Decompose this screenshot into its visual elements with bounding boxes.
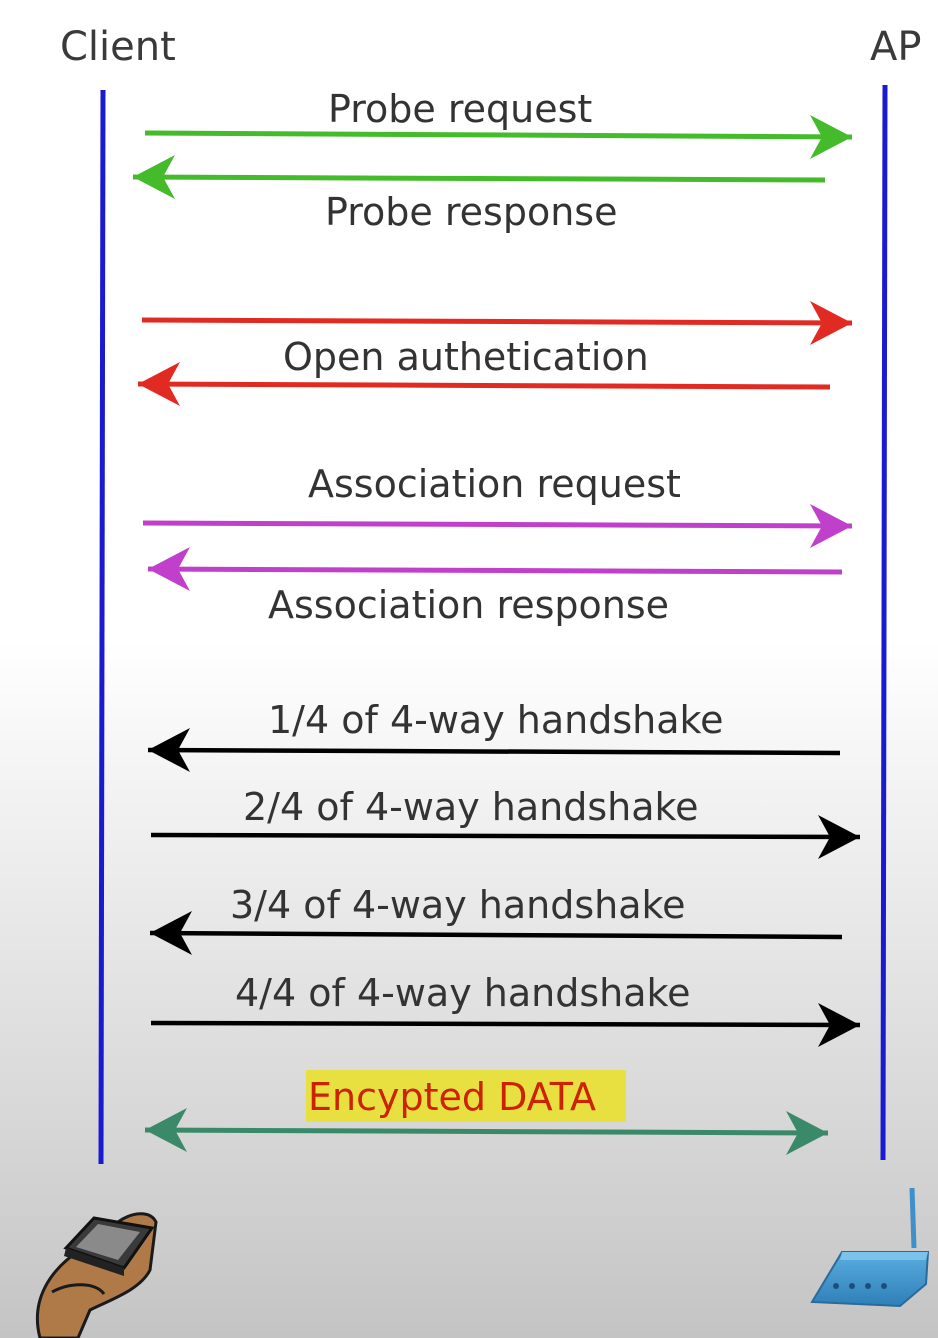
handshake-1-arrow-line (147, 747, 841, 756)
probe-request-label: Probe request (328, 87, 592, 131)
auth-request-arrowhead (810, 301, 852, 345)
association-response-label: Association response (268, 583, 669, 627)
association-request-arrowhead (810, 504, 852, 548)
association-request-arrow-line (142, 520, 853, 529)
encrypted-data-arrowhead-start (145, 1108, 187, 1152)
encrypted-data-arrowhead (786, 1111, 828, 1155)
handshake-2-label: 2/4 of 4-way handshake (243, 785, 699, 829)
open-authentication-label: Open authetication (283, 335, 649, 379)
handshake-2-arrowhead (818, 815, 860, 859)
association-response-arrowhead (148, 547, 190, 591)
association-request-label: Association request (308, 462, 681, 506)
probe-response-arrow-line (132, 174, 826, 183)
encrypted-data-label: Encypted DATA (308, 1075, 596, 1119)
handshake-1-label: 1/4 of 4-way handshake (268, 698, 724, 742)
probe-response-label: Probe response (325, 190, 617, 234)
handshake-2-arrow-line (150, 832, 861, 840)
client-lifeline (98, 89, 106, 1165)
open-authentication-arrowhead (138, 362, 180, 406)
handshake-4-arrow-line (150, 1020, 861, 1028)
encrypted-data-highlight (306, 1070, 626, 1122)
encrypted-data-arrow-line (144, 1127, 829, 1136)
message-arrows (132, 115, 861, 1155)
ap-label: AP (870, 24, 921, 70)
association-response-arrow-line (147, 566, 843, 575)
wireless-router-icon (810, 1187, 930, 1308)
probe-response-arrowhead (133, 155, 175, 199)
auth-request-arrow-line (141, 317, 853, 326)
handshake-4-label: 4/4 of 4-way handshake (235, 971, 691, 1015)
open-authentication-arrow-line (137, 381, 831, 390)
handshake-1-arrowhead (148, 728, 190, 772)
handshake-3-label: 3/4 of 4-way handshake (230, 883, 686, 927)
handshake-3-arrow-line (149, 930, 843, 940)
ap-lifeline (880, 84, 888, 1161)
handheld-device-icon (35, 1212, 158, 1338)
probe-request-arrowhead (810, 115, 852, 159)
probe-request-arrow-line (144, 130, 853, 140)
client-label: Client (60, 24, 176, 70)
handshake-4-arrowhead (818, 1003, 860, 1047)
handshake-3-arrowhead (150, 911, 192, 955)
